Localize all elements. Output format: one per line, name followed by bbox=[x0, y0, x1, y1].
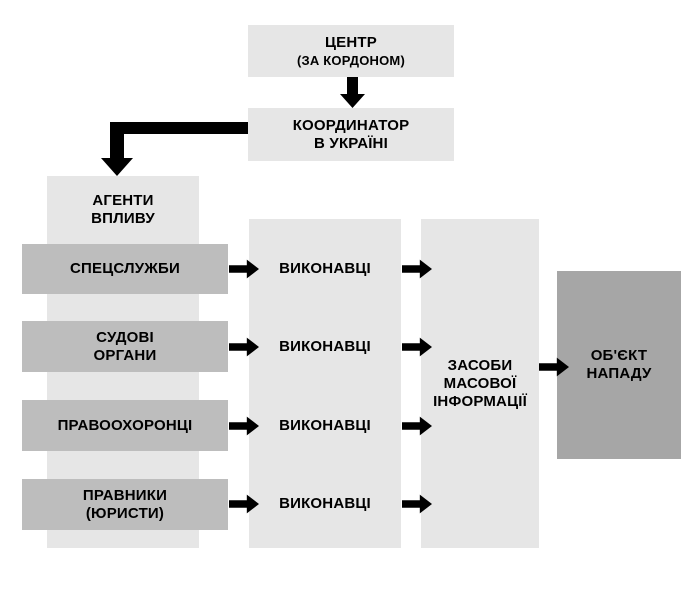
center-box: ЦЕНТР (ЗА КОРДОНОМ) bbox=[248, 25, 454, 77]
mass-media-box: ЗАСОБИ МАСОВОЇ ІНФОРМАЦІЇ bbox=[421, 219, 539, 548]
arrow-media-to-target bbox=[539, 357, 569, 377]
attack-target-label: ОБ'ЄКТ НАПАДУ bbox=[586, 347, 652, 382]
arrow-executor-to-media-4 bbox=[402, 494, 432, 514]
arrow-executor-to-media-2 bbox=[402, 337, 432, 357]
arrow-agent-to-executor-4 bbox=[229, 494, 259, 514]
center-title: ЦЕНТР bbox=[325, 33, 377, 51]
agents-title: АГЕНТИ ВПЛИВУ bbox=[91, 192, 155, 227]
arrow-executor-to-media-1 bbox=[402, 259, 432, 279]
attack-target-box: ОБ'ЄКТ НАПАДУ bbox=[557, 271, 681, 459]
executor-label-2: ВИКОНАВЦІ bbox=[279, 338, 371, 355]
arrow-agent-to-executor-2 bbox=[229, 337, 259, 357]
executor-label-4: ВИКОНАВЦІ bbox=[279, 495, 371, 512]
mass-media-label: ЗАСОБИ МАСОВОЇ ІНФОРМАЦІЇ bbox=[433, 356, 527, 410]
agent-item-label: СУДОВІ ОРГАНИ bbox=[93, 328, 157, 364]
coordinator-label: КООРДИНАТОР В УКРАЇНІ bbox=[292, 116, 410, 152]
agent-item-law-enforcement: ПРАВООХОРОНЦІ bbox=[22, 400, 228, 451]
agent-item-label: СПЕЦСЛУЖБИ bbox=[69, 260, 180, 277]
center-subtitle: (ЗА КОРДОНОМ) bbox=[296, 52, 405, 68]
agent-item-lawyers: ПРАВНИКИ (ЮРИСТИ) bbox=[22, 479, 228, 530]
agent-item-label: ПРАВНИКИ (ЮРИСТИ) bbox=[82, 486, 168, 522]
arrow-coordinator-to-agents bbox=[101, 122, 248, 176]
executor-label-1: ВИКОНАВЦІ bbox=[279, 260, 371, 277]
arrow-agent-to-executor-3 bbox=[229, 416, 259, 436]
arrow-center-to-coordinator bbox=[340, 77, 365, 108]
arrow-agent-to-executor-1 bbox=[229, 259, 259, 279]
agent-item-special-services: СПЕЦСЛУЖБИ bbox=[22, 244, 228, 294]
executors-column bbox=[249, 219, 401, 548]
executor-label-3: ВИКОНАВЦІ bbox=[279, 417, 371, 434]
coordinator-box: КООРДИНАТОР В УКРАЇНІ bbox=[248, 108, 454, 161]
agent-item-judicial-bodies: СУДОВІ ОРГАНИ bbox=[22, 321, 228, 372]
agent-item-label: ПРАВООХОРОНЦІ bbox=[57, 416, 193, 434]
arrow-executor-to-media-3 bbox=[402, 416, 432, 436]
